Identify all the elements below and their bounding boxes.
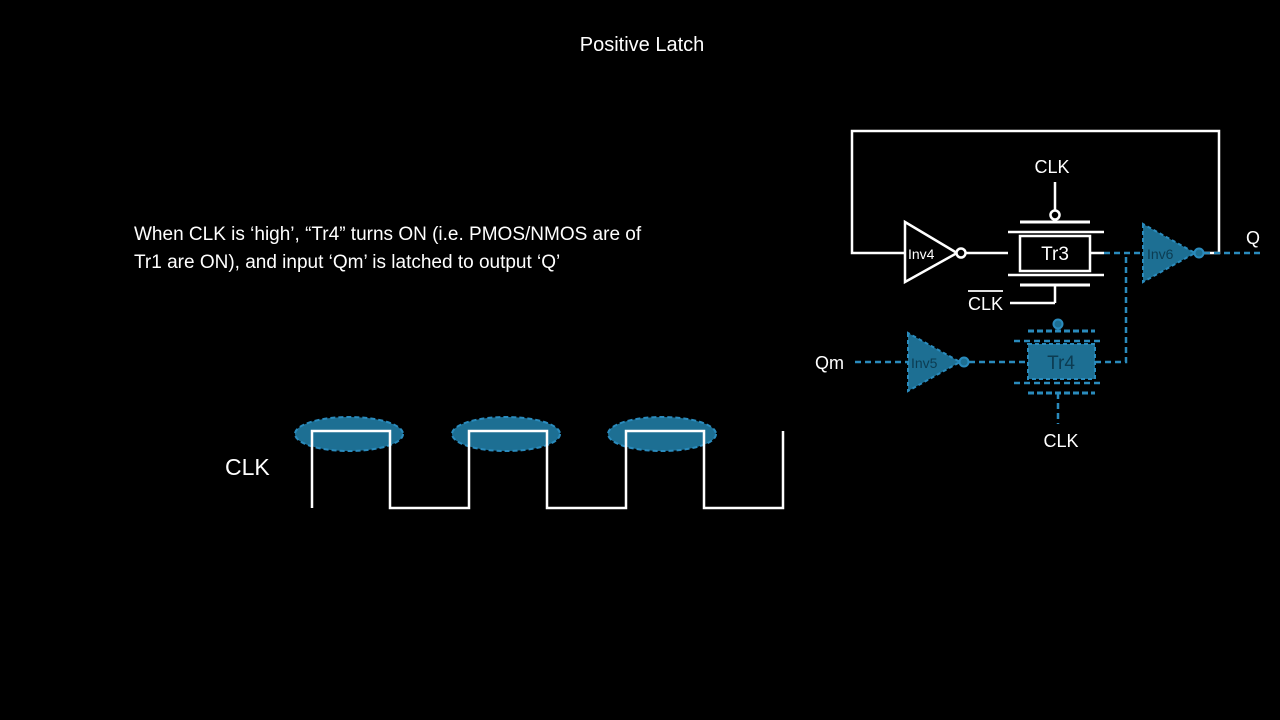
inv4-label: Inv4: [908, 246, 935, 262]
inv5-label: Inv5: [911, 355, 938, 371]
inv6-gate: Inv6: [1142, 222, 1205, 284]
output-label-q: Q: [1246, 228, 1260, 248]
tr3-label: Tr3: [1041, 244, 1069, 265]
clk-waveform-line: [310, 429, 785, 510]
tr4-to-inv6-wire: [1095, 253, 1128, 364]
inv6-label: Inv6: [1147, 246, 1174, 262]
high-phase-highlight-3: [607, 416, 717, 452]
input-label-qm: Qm: [815, 353, 844, 373]
high-phase-highlight-1: [294, 416, 404, 452]
clk-waveform-label: CLK: [225, 454, 270, 480]
tr4-bottom-gate-label: CLK: [1043, 431, 1078, 451]
tr3-bottom-gate-label: CLK: [968, 294, 1003, 314]
tr4-transmission-gate: Tr4 CLK: [1014, 318, 1104, 451]
slide-title: Positive Latch: [579, 34, 705, 56]
description-text: When CLK is ‘high’, “Tr4” turns ON (i.e.…: [134, 221, 734, 277]
high-phase-highlight-2: [451, 416, 561, 452]
clk-waveform: [294, 416, 785, 510]
tr4-label: Tr4: [1047, 353, 1075, 374]
description-line-1: When CLK is ‘high’, “Tr4” turns ON (i.e.…: [134, 224, 642, 245]
description-line-2: Tr1 are ON), and input ‘Qm’ is latched t…: [134, 252, 561, 273]
inv4-gate: Inv4: [903, 219, 967, 285]
inv5-gate: Inv5: [907, 331, 970, 393]
tr3-top-gate-label: CLK: [1034, 157, 1069, 177]
tr3-transmission-gate: Tr3 CLK CLK: [968, 157, 1104, 314]
latch-circuit: Inv4 Tr3 CLK CLK Inv5: [815, 129, 1262, 451]
